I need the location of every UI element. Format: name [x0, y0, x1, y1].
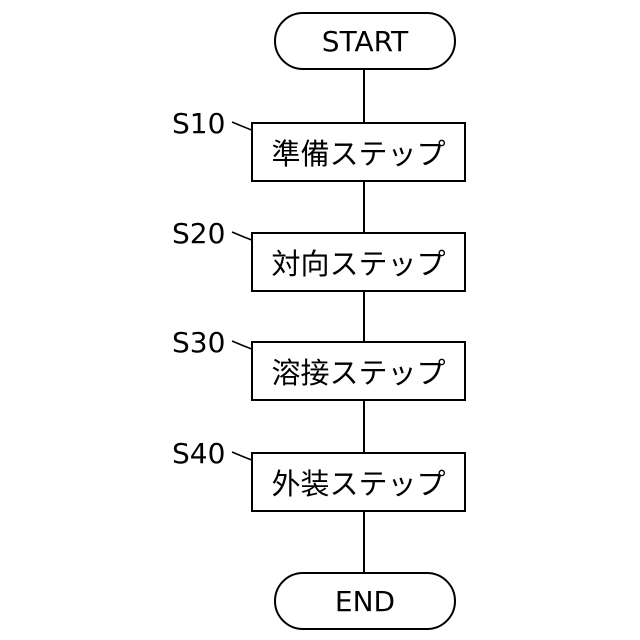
- step-id-s30: S30: [172, 329, 225, 357]
- end-terminal: END: [274, 572, 456, 630]
- end-label: END: [335, 585, 395, 618]
- process-box-preparation: 準備ステップ: [251, 122, 466, 182]
- step-id-s10: S10: [172, 110, 225, 138]
- process-box-packaging: 外装ステップ: [251, 452, 466, 512]
- start-label: START: [322, 25, 408, 58]
- process-label: 溶接ステップ: [271, 350, 445, 392]
- step-id-s20: S20: [172, 220, 225, 248]
- process-label: 対向ステップ: [271, 241, 445, 283]
- process-label: 準備ステップ: [271, 131, 445, 173]
- process-label: 外装ステップ: [271, 461, 445, 503]
- step-id-s40: S40: [172, 440, 225, 468]
- process-box-welding: 溶接ステップ: [251, 341, 466, 401]
- start-terminal: START: [274, 12, 456, 70]
- process-box-facing: 対向ステップ: [251, 232, 466, 292]
